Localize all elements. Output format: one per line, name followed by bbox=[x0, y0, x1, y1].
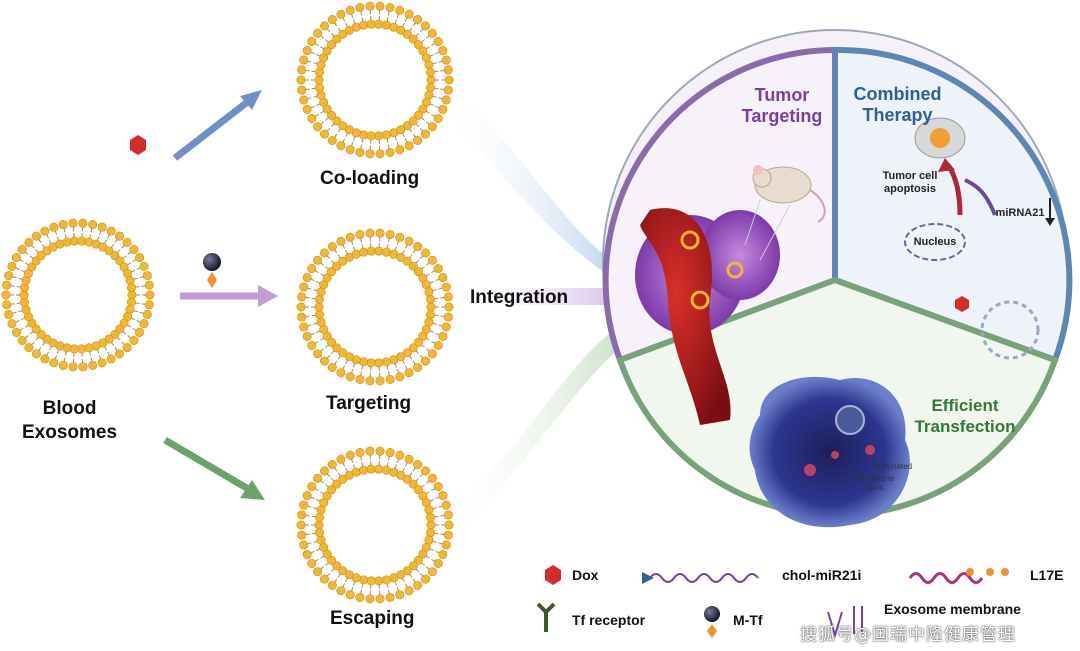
nucleus-label: Nucleus bbox=[913, 236, 957, 248]
blood-exosomes-label: Blood Exosomes bbox=[22, 398, 118, 443]
legend-m-tf-icon bbox=[704, 606, 720, 622]
arrow-escaping bbox=[163, 436, 252, 494]
tumor-vessel-illustration bbox=[635, 208, 780, 425]
mouse-icon bbox=[752, 165, 826, 223]
legend-exosome-membrane-icon bbox=[827, 606, 863, 639]
legend-tf-receptor-icon bbox=[536, 602, 556, 632]
co-loading-exosome bbox=[296, 1, 454, 159]
combined-therapy-title: Combined Therapy bbox=[853, 84, 942, 125]
tumor-cell-illustration bbox=[749, 376, 910, 528]
zoom-lines bbox=[744, 199, 791, 261]
legend-m-tf-label: M-Tf bbox=[733, 612, 763, 628]
membrane-lysis-label: Membrane Lysis bbox=[855, 474, 895, 492]
m-tf-icon bbox=[203, 253, 221, 271]
blood-exosome bbox=[1, 218, 155, 372]
efficient-transfection-title: Efficient Transfection bbox=[914, 396, 1016, 436]
disassembled-exosome bbox=[980, 300, 1040, 360]
nucleus-icon bbox=[904, 223, 966, 261]
arrow-co-loading bbox=[172, 97, 253, 161]
legend-tf-receptor-label: Tf receptor bbox=[572, 612, 646, 628]
co-loading-label: Co-loading bbox=[320, 168, 420, 189]
legend-chol-mir21i-label: chol-miR21i bbox=[782, 567, 862, 583]
escaping-exosome bbox=[296, 446, 454, 604]
m-tf-diamond-icon bbox=[207, 272, 217, 288]
tumor-cell-apoptosis-label: Tumor cell apoptosis bbox=[882, 170, 938, 195]
arrow-purple-curve bbox=[964, 178, 997, 216]
sector-combined-therapy bbox=[832, 46, 1073, 364]
legend-chol-mir21i-icon bbox=[649, 573, 759, 583]
apoptotic-cell-icon bbox=[914, 117, 966, 159]
legend-dox-icon bbox=[545, 565, 561, 585]
targeting-exosome bbox=[296, 228, 454, 386]
mirna21-label: miRNA21 bbox=[995, 207, 1045, 219]
flow-ribbon-green bbox=[440, 320, 632, 550]
protonated-label: protonated bbox=[873, 462, 913, 471]
integration-label: Integration bbox=[470, 287, 569, 308]
dox-icon-therapy bbox=[955, 296, 969, 312]
escaping-label: Escaping bbox=[330, 608, 415, 629]
legend-l17e-icon bbox=[908, 572, 984, 584]
legend-dox-label: Dox bbox=[572, 567, 599, 583]
tumor-targeting-title: Tumor Targeting bbox=[741, 85, 823, 126]
legend-exosome-membrane-label: Exosome membrane bbox=[884, 601, 1021, 617]
dox-icon bbox=[130, 135, 146, 155]
watermark-text: 搜狐号@国瑞中隆健康管理 bbox=[800, 625, 1016, 645]
targeting-label: Targeting bbox=[326, 393, 412, 414]
flow-ribbon-purple bbox=[450, 288, 625, 305]
flow-ribbon-blue bbox=[440, 80, 625, 285]
legend-l17e-label: L17E bbox=[1030, 567, 1064, 583]
